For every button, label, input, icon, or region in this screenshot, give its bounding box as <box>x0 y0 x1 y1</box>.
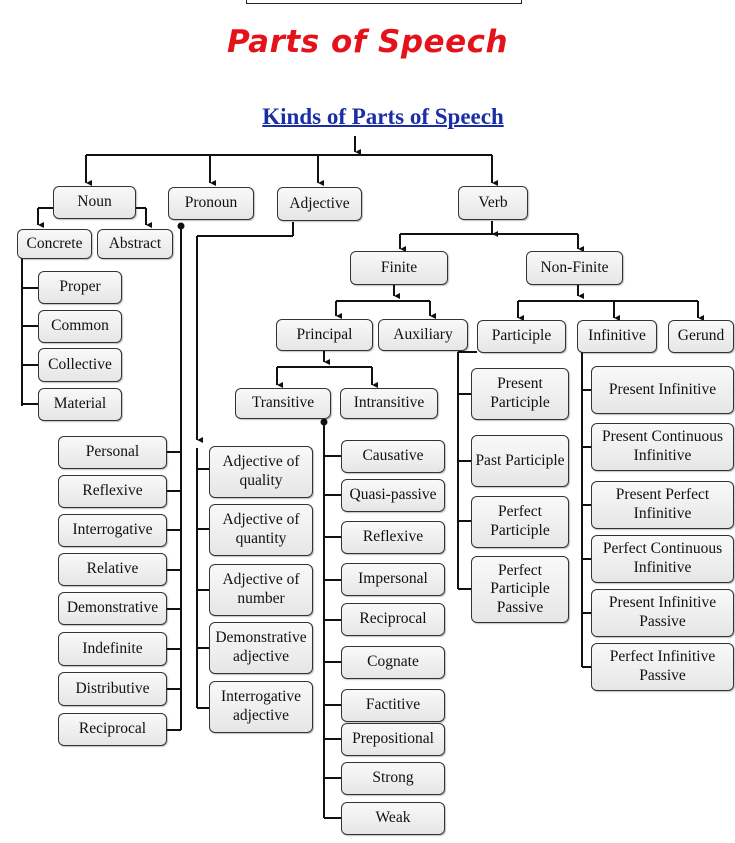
node-finite: Finite <box>350 251 448 285</box>
node-intransitive: Intransitive <box>340 388 438 419</box>
node-pronoun: Pronoun <box>168 187 254 220</box>
node-perfect-infinitive-passive: Perfect Infinitive Passive <box>591 643 734 691</box>
page-title: Parts of Speech <box>226 24 509 60</box>
node-present-participle: Present Participle <box>471 368 569 420</box>
node-demonstrative-adjective: Demonstrative adjective <box>209 622 313 674</box>
node-impersonal: Impersonal <box>341 563 445 596</box>
node-causative: Causative <box>341 440 445 473</box>
node-reciprocal-verb: Reciprocal <box>341 603 445 636</box>
node-reflexive-verb: Reflexive <box>341 521 445 554</box>
node-common: Common <box>38 310 122 343</box>
node-adjective-of-quantity: Adjective of quantity <box>209 504 313 556</box>
node-infinitive: Infinitive <box>577 320 657 353</box>
node-relative: Relative <box>58 553 167 586</box>
node-perfect-participle-passive: Perfect Participle Passive <box>471 556 569 623</box>
node-adjective-of-number: Adjective of number <box>209 564 313 616</box>
node-strong: Strong <box>341 762 445 795</box>
node-noun: Noun <box>53 186 136 219</box>
node-material: Material <box>38 388 122 421</box>
node-transitive: Transitive <box>235 388 331 419</box>
node-principal: Principal <box>276 319 373 351</box>
node-collective: Collective <box>38 348 122 382</box>
node-prepositional: Prepositional <box>341 723 445 756</box>
node-participle: Participle <box>477 320 566 353</box>
node-quasi-passive: Quasi-passive <box>341 479 445 512</box>
node-weak: Weak <box>341 802 445 835</box>
node-perfect-participle: Perfect Participle <box>471 496 569 548</box>
node-non-finite: Non-Finite <box>526 251 623 285</box>
node-present-infinitive-passive: Present Infinitive Passive <box>591 589 734 637</box>
node-proper: Proper <box>38 271 122 304</box>
node-gerund: Gerund <box>668 320 734 353</box>
diagram-subtitle-text: Kinds of Parts of Speech <box>262 104 504 129</box>
node-concrete: Concrete <box>17 229 92 259</box>
node-cognate: Cognate <box>341 646 445 679</box>
node-distributive: Distributive <box>58 672 167 706</box>
node-auxiliary: Auxiliary <box>378 319 468 351</box>
node-present-continuous-infinitive: Present Continuous Infinitive <box>591 423 734 471</box>
node-past-participle: Past Participle <box>471 435 569 487</box>
node-perfect-continuous-infinitive: Perfect Continuous Infinitive <box>591 535 734 583</box>
node-reflexive-pronoun: Reflexive <box>58 475 167 508</box>
node-present-perfect-infinitive: Present Perfect Infinitive <box>591 481 734 529</box>
node-verb: Verb <box>458 186 528 220</box>
top-frame-edge <box>246 0 522 4</box>
node-demonstrative: Demonstrative <box>58 592 167 625</box>
node-adjective: Adjective <box>277 187 362 221</box>
node-factitive: Factitive <box>341 689 445 722</box>
node-interrogative: Interrogative <box>58 514 167 547</box>
node-personal: Personal <box>58 436 167 469</box>
diagram-subtitle: Kinds of Parts of Speech <box>0 104 735 130</box>
node-interrogative-adjective: Interrogative adjective <box>209 681 313 733</box>
node-present-infinitive: Present Infinitive <box>591 366 734 414</box>
node-indefinite: Indefinite <box>58 632 167 666</box>
node-reciprocal-pronoun: Reciprocal <box>58 713 167 746</box>
node-abstract: Abstract <box>97 229 173 259</box>
node-adjective-of-quality: Adjective of quality <box>209 446 313 498</box>
